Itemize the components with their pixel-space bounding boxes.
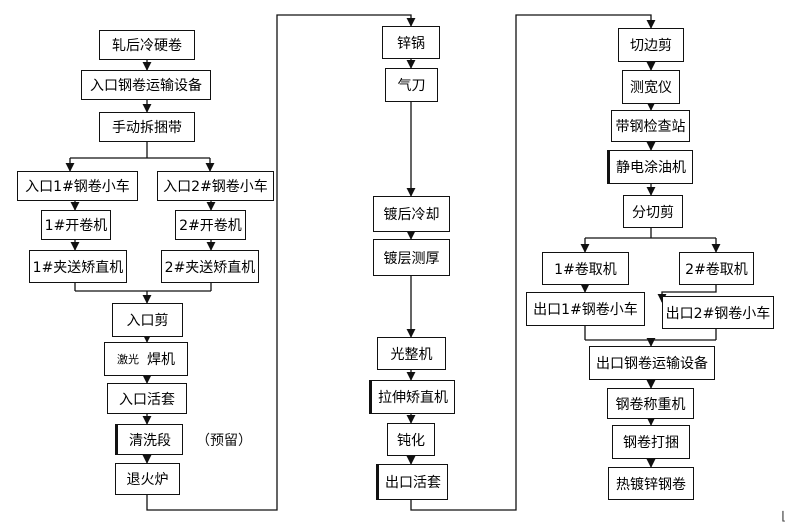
step-pinch-leveler-2: 2#夹送矫直机: [161, 250, 259, 283]
step-side-trimmer: 切边剪: [618, 28, 684, 62]
step-entry-shear: 入口剪: [112, 303, 183, 337]
reserved-note: （预留）: [196, 433, 252, 449]
step-passivation: 钝化: [387, 423, 435, 456]
text-cursor-mark: ⌊: [781, 509, 786, 523]
step-exit-coil-car-2: 出口2#钢卷小车: [662, 296, 774, 329]
step-pinch-leveler-1: 1#夹送矫直机: [29, 250, 127, 283]
step-zinc-pot: 锌锅: [382, 26, 440, 59]
step-exit-coil-conveyor: 出口钢卷运输设备: [589, 346, 715, 380]
step-skin-pass-mill: 光整机: [377, 337, 446, 370]
step-manual-unstrapping: 手动拆捆带: [99, 112, 195, 142]
step-uncoiler-1: 1#开卷机: [41, 210, 111, 240]
step-entry-looper: 入口活套: [107, 383, 187, 414]
step-cleaning-section: 清洗段: [115, 424, 183, 455]
step-width-gauge: 测宽仪: [622, 70, 680, 104]
welder-label: 焊机: [147, 352, 175, 368]
step-laser-welder: 激光 焊机: [104, 342, 188, 376]
step-strip-inspection: 带钢检查站: [611, 110, 690, 142]
step-coil-strapping: 钢卷打捆: [612, 425, 690, 459]
step-entry-coil-car-1: 入口1#钢卷小车: [17, 171, 138, 201]
step-coil-weigher: 钢卷称重机: [607, 388, 694, 419]
step-cold-rolled-coil: 轧后冷硬卷: [99, 30, 195, 60]
step-coiler-2: 2#卷取机: [679, 252, 754, 285]
step-annealing-furnace: 退火炉: [115, 463, 180, 495]
step-coating-thickness-gauge: 镀层测厚: [373, 239, 450, 276]
step-entry-coil-conveyor: 入口钢卷运输设备: [81, 70, 211, 100]
step-coiler-1: 1#卷取机: [542, 252, 629, 285]
step-electrostatic-oiler: 静电涂油机: [607, 150, 693, 184]
step-tension-leveler: 拉伸矫直机: [369, 380, 455, 414]
step-exit-looper: 出口活套: [376, 464, 448, 500]
step-uncoiler-2: 2#开卷机: [175, 210, 246, 240]
step-post-coating-cooling: 镀后冷却: [373, 196, 450, 232]
step-dividing-shear: 分切剪: [623, 195, 683, 228]
step-air-knife: 气刀: [385, 68, 438, 102]
welder-type-label: 激光: [117, 353, 139, 366]
step-exit-coil-car-1: 出口1#钢卷小车: [526, 292, 645, 326]
step-entry-coil-car-2: 入口2#钢卷小车: [157, 171, 274, 201]
step-hot-dip-galvanized-coil: 热镀锌钢卷: [608, 467, 694, 500]
